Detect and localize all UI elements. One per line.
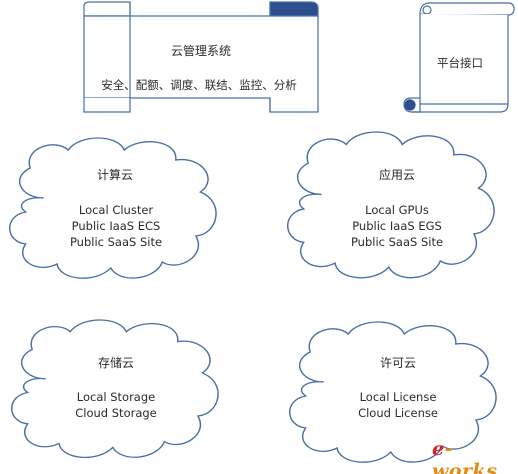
compute-cloud-line: Local Cluster [78,203,154,217]
banner-title: 云管理系统 [170,44,232,58]
license-cloud-title: 许可云 [379,356,417,370]
storage-cloud-line: Local Storage [76,390,156,404]
license-cloud-line: Local License [359,390,437,404]
app-cloud-line: Public IaaS EGS [352,219,442,233]
app-cloud-line: Public SaaS Site [350,235,444,249]
app-cloud-title: 应用云 [378,168,416,182]
compute-cloud-line: Public IaaS ECS [71,219,161,233]
e-works-watermark-logo: e-works [432,438,518,474]
storage-cloud-line: Cloud Storage [75,406,157,420]
platform-label: 平台接口 [437,56,483,70]
watermark-e: e [432,438,445,460]
storage-cloud-title: 存储云 [97,356,135,370]
watermark-works: -works [432,438,498,474]
banner-subtitle: 安全、配额、调度、联结、监控、分析 [101,78,297,92]
compute-cloud-title: 计算云 [96,168,134,182]
license-cloud-line: Cloud License [358,406,438,420]
app-cloud-line: Local GPUs [365,203,429,217]
compute-cloud-line: Public SaaS Site [69,235,163,249]
